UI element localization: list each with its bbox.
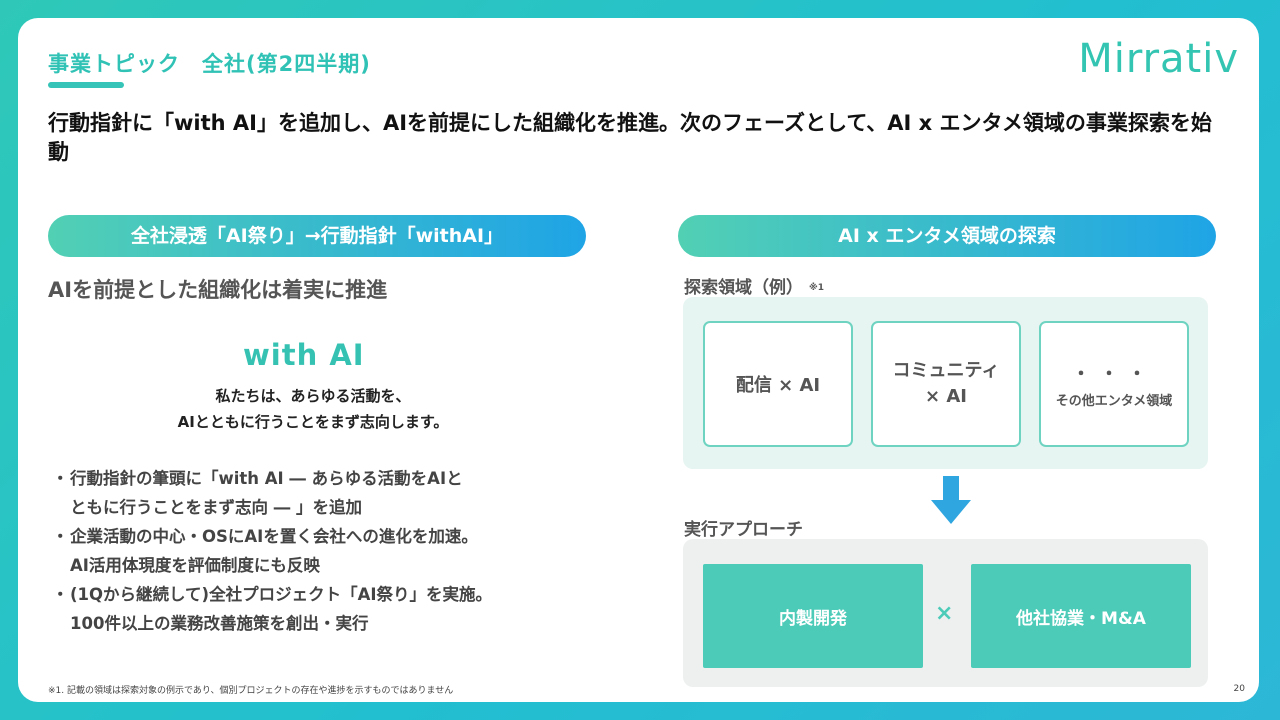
headline: 行動指針に「with AI」を追加し、AIを前提にした組織化を推進。次のフェーズ… bbox=[48, 111, 1212, 164]
explore-label: 探索領域（例） ※1 bbox=[684, 273, 824, 298]
with-ai-statement: 私たちは、あらゆる活動を、 AIとともに行うことをまず志向します。 bbox=[138, 383, 488, 435]
bullet-list: ・ 行動指針の筆頭に「with AI ― あらゆる活動をAIと ともに行うことを… bbox=[50, 464, 610, 638]
bullet-line: 100件以上の業務改善施策を創出・実行 bbox=[70, 614, 369, 633]
bullet-item: ・ 行動指針の筆頭に「with AI ― あらゆる活動をAIと ともに行うことを… bbox=[50, 464, 610, 522]
explore-box-label: コミュニティ bbox=[892, 360, 1000, 381]
explore-box-other: ・・・ その他エンタメ領域 bbox=[1039, 321, 1189, 447]
approach-panel: 内製開発 × 他社協業・M&A bbox=[683, 539, 1208, 687]
slide-card: 事業トピック 全社(第2四半期) Mirrativ 行動指針に「with AI」… bbox=[18, 18, 1259, 702]
approach-box-label: 内製開発 bbox=[779, 608, 847, 629]
bullet-marker: ・ bbox=[52, 527, 69, 546]
bullet-item: ・ 企業活動の中心・OSにAIを置く会社への進化を加速。 AI活用体現度を評価制… bbox=[50, 522, 610, 580]
explore-footnote-ref: ※1 bbox=[809, 283, 825, 293]
left-section-pill: 全社浸透「AI祭り」→行動指針「withAI」 bbox=[48, 215, 586, 257]
section-title: 事業トピック 全社(第2四半期) bbox=[48, 52, 371, 76]
approach-box-inhouse: 内製開発 bbox=[703, 564, 923, 668]
approach-box-partnership: 他社協業・M&A bbox=[971, 564, 1191, 668]
explore-box-community-ai: コミュニティ × AI bbox=[871, 321, 1021, 447]
with-ai-line-1: 私たちは、あらゆる活動を、 bbox=[215, 387, 411, 405]
right-section-pill: AI x エンタメ領域の探索 bbox=[678, 215, 1216, 257]
approach-box-label: 他社協業・M&A bbox=[1016, 608, 1146, 629]
with-ai-title: with AI bbox=[243, 338, 365, 372]
approach-label: 実行アプローチ bbox=[684, 520, 803, 540]
with-ai-line-2: AIとともに行うことをまず志向します。 bbox=[177, 413, 449, 431]
mirrativ-logo: Mirrativ bbox=[1078, 36, 1239, 82]
bullet-line: 行動指針の筆頭に「with AI ― あらゆる活動をAIと bbox=[70, 469, 463, 488]
explore-panel: 配信 × AI コミュニティ × AI ・・・ その他エンタメ領域 bbox=[683, 297, 1208, 469]
bullet-line: AI活用体現度を評価制度にも反映 bbox=[70, 556, 320, 575]
left-subheading: AIを前提とした組織化は着実に推進 bbox=[48, 278, 388, 302]
times-icon: × bbox=[935, 601, 954, 626]
bullet-marker: ・ bbox=[52, 585, 69, 604]
explore-label-text: 探索領域（例） bbox=[684, 278, 803, 298]
footnote: ※1. 記載の領域は探索対象の例示であり、個別プロジェクトの存在や進捗を示すもの… bbox=[48, 686, 454, 696]
explore-box-label: × AI bbox=[925, 386, 967, 407]
ellipsis-dots: ・・・ bbox=[1072, 363, 1156, 385]
arrow-down-icon bbox=[931, 476, 971, 524]
explore-box-label: 配信 × AI bbox=[735, 375, 821, 396]
explore-box-streaming-ai: 配信 × AI bbox=[703, 321, 853, 447]
bullet-line: (1Qから継続して)全社プロジェクト「AI祭り」を実施。 bbox=[70, 585, 493, 604]
bullet-line: ともに行うことをまず志向 ― 」を追加 bbox=[70, 498, 362, 517]
explore-box-label: その他エンタメ領域 bbox=[1055, 393, 1173, 409]
bullet-line: 企業活動の中心・OSにAIを置く会社への進化を加速。 bbox=[70, 527, 478, 546]
page-number: 20 bbox=[1233, 684, 1245, 694]
bullet-item: ・ (1Qから継続して)全社プロジェクト「AI祭り」を実施。 100件以上の業務… bbox=[50, 580, 610, 638]
title-underline bbox=[48, 82, 124, 88]
bullet-marker: ・ bbox=[52, 469, 69, 488]
